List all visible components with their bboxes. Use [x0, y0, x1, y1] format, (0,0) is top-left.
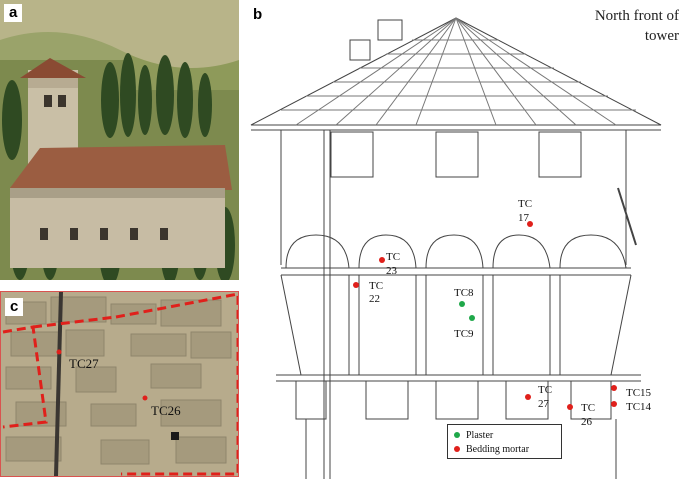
label-tc14: TC14: [626, 401, 652, 413]
sample-marker-tc15: [611, 385, 617, 391]
panel-c-label-tc26: TC26: [151, 403, 181, 418]
wall-photo: [1, 292, 238, 476]
label-tc23-top: TC: [386, 251, 400, 263]
plaster-dot-icon: [454, 432, 460, 438]
panel-a-photo: a: [0, 0, 239, 280]
label-tc23-bottom: 23: [386, 265, 398, 277]
sample-marker-tc26: [567, 404, 573, 410]
panel-a-letter: a: [4, 4, 23, 22]
label-tc17-bottom: 17: [518, 212, 530, 224]
sample-marker-tc27: [525, 394, 531, 400]
panel-c-photo: c TC27 TC26: [0, 291, 239, 477]
panel-b-letter: b: [253, 6, 263, 23]
label-tc26-bottom: 26: [581, 416, 593, 428]
tower-photo: [0, 0, 239, 280]
sample-markers: [353, 221, 617, 410]
legend-mortar-label: Bedding mortar: [466, 443, 530, 455]
legend: Plaster Bedding mortar: [447, 424, 562, 459]
legend-plaster-label: Plaster: [466, 429, 494, 441]
label-tc9: TC9: [454, 328, 474, 340]
label-tc26-top: TC: [581, 402, 595, 414]
panel-b-drawing: TC 17 TC 23 TC 22 TC8 TC9 TC 27 TC 26 TC…: [246, 0, 685, 479]
label-tc8: TC8: [454, 287, 474, 299]
tower-elevation-drawing: TC 17 TC 23 TC 22 TC8 TC9 TC 27 TC 26 TC…: [250, 17, 662, 479]
caption-line-1: North front of: [594, 8, 679, 24]
legend-row-plaster: Plaster: [454, 428, 555, 442]
sample-marker-tc17: [527, 221, 533, 227]
sample-marker-tc22: [353, 282, 359, 288]
label-tc22-top: TC: [369, 280, 383, 292]
sample-marker-tc9: [469, 315, 475, 321]
label-tc15: TC15: [626, 387, 652, 399]
label-tc17-top: TC: [518, 198, 532, 210]
label-tc27-top: TC: [538, 384, 552, 396]
sample-marker-tc23: [379, 257, 385, 263]
drawing-caption: North front of tower: [595, 6, 679, 46]
panel-c-letter: c: [5, 298, 24, 316]
panel-c-label-tc27: TC27: [69, 356, 99, 371]
sample-marker-tc14: [611, 401, 617, 407]
label-tc27-bottom: 27: [538, 398, 550, 410]
caption-line-2: tower: [644, 28, 679, 44]
mortar-dot-icon: [454, 446, 460, 452]
sample-marker-tc8: [459, 301, 465, 307]
label-tc22-bottom: 22: [369, 293, 380, 305]
legend-row-mortar: Bedding mortar: [454, 442, 555, 456]
